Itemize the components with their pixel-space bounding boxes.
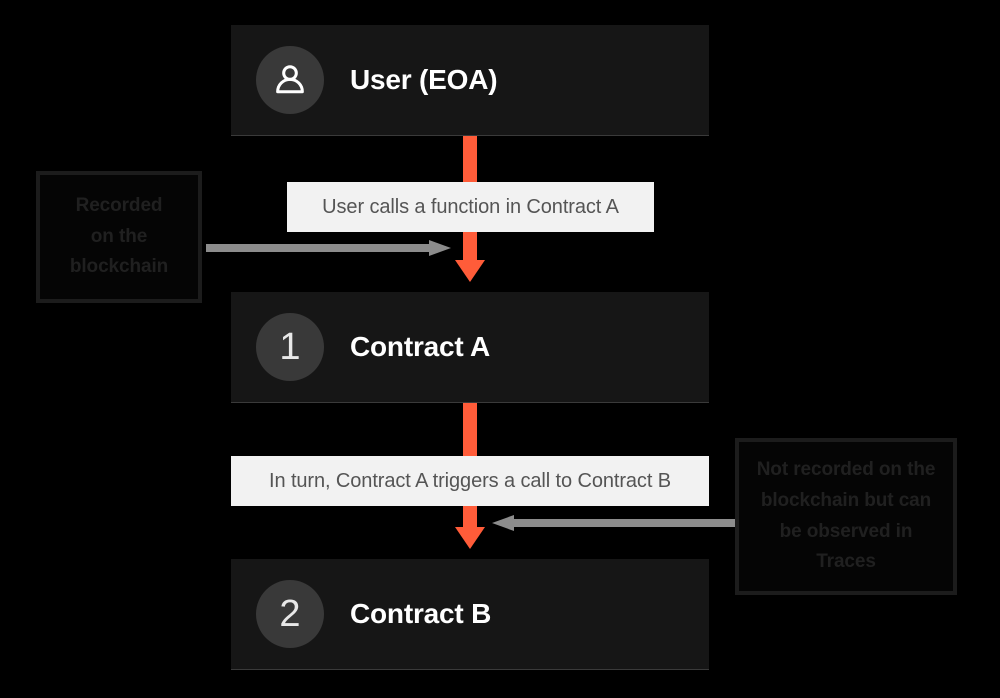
node-user-eoa[interactable]: User (EOA) bbox=[231, 25, 709, 136]
user-avatar-badge bbox=[256, 46, 324, 114]
person-icon bbox=[276, 65, 304, 94]
node-title: User (EOA) bbox=[350, 64, 498, 95]
annotation-box-not-recorded: Not recorded on the blockchain but can b… bbox=[735, 438, 957, 595]
annotation-arrow-shaft bbox=[512, 519, 737, 527]
step-number: 1 bbox=[279, 326, 301, 368]
annotation-arrow-head-right bbox=[429, 240, 451, 256]
annotation-line: Traces bbox=[816, 551, 876, 573]
node-contract-a[interactable]: 1 Contract A bbox=[231, 292, 709, 403]
annotation-arrow-shaft bbox=[206, 244, 431, 252]
node-title: Contract A bbox=[350, 331, 491, 362]
annotation-line: blockchain bbox=[69, 256, 169, 278]
annotation-arrow-head-left bbox=[492, 515, 514, 531]
annotation-line: Not recorded on the bbox=[756, 458, 936, 480]
edge-label-user-to-contract-a: User calls a function in Contract A bbox=[287, 182, 654, 232]
step-number-badge: 1 bbox=[256, 313, 324, 381]
arrow-head bbox=[455, 260, 485, 282]
annotation-box-recorded: Recorded on the blockchain bbox=[36, 171, 202, 303]
step-number-badge: 2 bbox=[256, 580, 324, 648]
annotation-arrow-recorded bbox=[206, 240, 451, 256]
node-title: Contract B bbox=[350, 598, 492, 629]
annotation-line: on the bbox=[90, 225, 148, 247]
annotation-line: blockchain but can bbox=[760, 489, 932, 511]
annotation-arrow-not-recorded bbox=[492, 515, 737, 531]
node-contract-b[interactable]: 2 Contract B bbox=[231, 559, 709, 670]
arrow-head bbox=[455, 527, 485, 549]
annotation-line: Recorded bbox=[75, 194, 163, 216]
annotation-line: be observed in bbox=[779, 520, 913, 542]
step-number: 2 bbox=[279, 593, 301, 635]
edge-label-contract-a-to-contract-b: In turn, Contract A triggers a call to C… bbox=[231, 456, 709, 506]
